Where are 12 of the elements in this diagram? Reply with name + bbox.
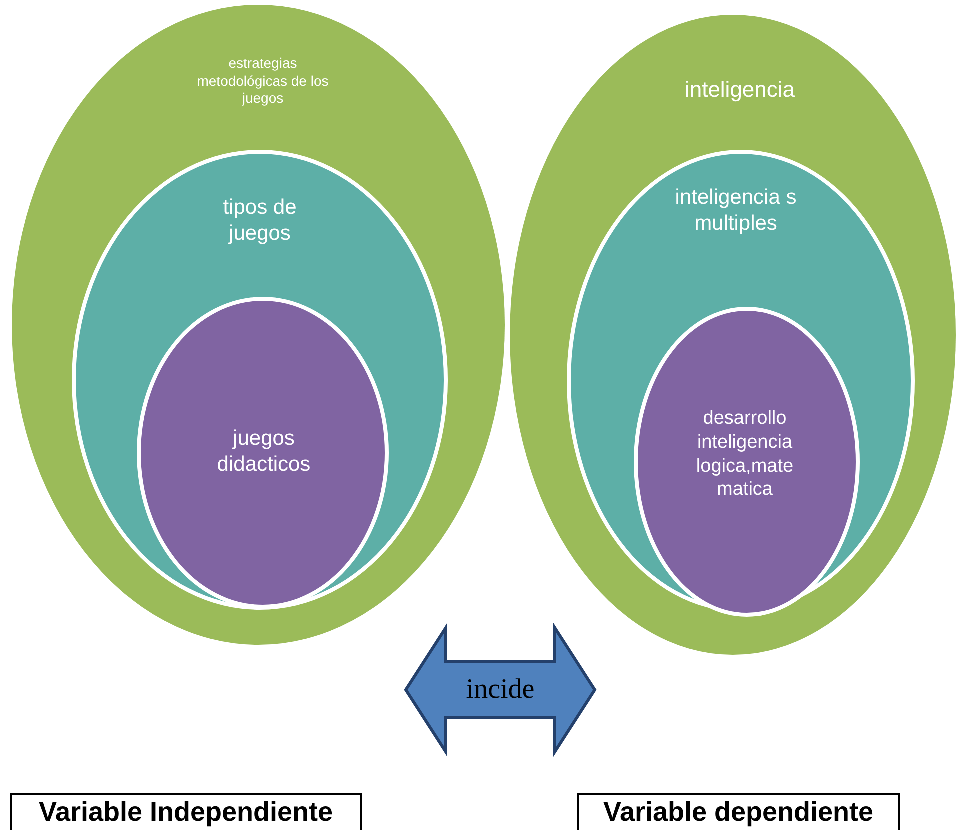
variable-label: Variable dependiente xyxy=(602,796,875,830)
double-arrow xyxy=(404,622,597,758)
variable-box xyxy=(577,793,900,830)
ellipse-label: inteligencia xyxy=(684,76,796,104)
variable-box xyxy=(10,793,362,830)
variable-label: Variable Independiente xyxy=(38,796,334,830)
edge-label: incide xyxy=(466,673,535,707)
ellipse-label: tipos de juegos xyxy=(222,195,298,248)
ellipse-label: desarrollo inteligencia logica,mate matica xyxy=(695,407,795,502)
ellipse-label: estrategias metodológicas de los juegos xyxy=(196,55,330,108)
ellipse-label: inteligencia s multiples xyxy=(674,185,798,238)
ellipse-label: juegos didacticos xyxy=(216,426,312,478)
